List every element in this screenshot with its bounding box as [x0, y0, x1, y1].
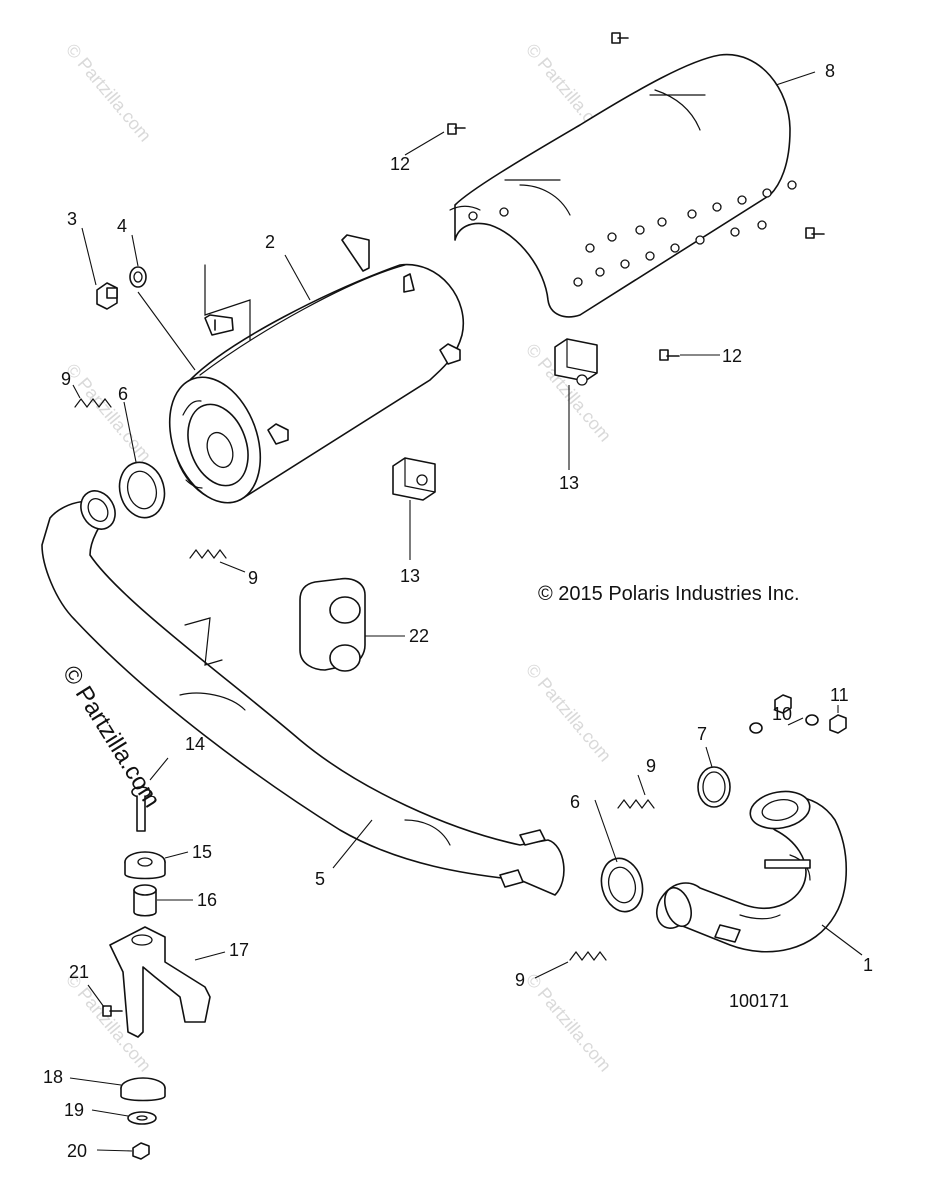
bracket-isolator-part [124, 851, 166, 880]
grommet-upper-part [554, 338, 598, 386]
callout-15: 15 [192, 842, 212, 862]
callout-9-right: 9 [646, 756, 656, 776]
callout-4: 4 [117, 216, 127, 236]
callout-9-middle: 9 [248, 568, 258, 588]
flange-nut-parts [774, 694, 847, 734]
grommet-lower-part [392, 457, 436, 501]
leader-lines [69, 71, 863, 1152]
lower-washer-part [127, 1111, 157, 1125]
lower-isolator-part [120, 1077, 166, 1102]
callout-8: 8 [825, 61, 835, 81]
muffler-part [168, 234, 465, 504]
callout-16: 16 [197, 890, 217, 910]
callout-17: 17 [229, 940, 249, 960]
exhaust-pipe-part [41, 490, 565, 896]
gasket-lower-part [600, 857, 644, 913]
callouts: 8 12 12 2 3 4 9 6 13 13 9 22 5 6 9 7 10 … [43, 61, 873, 1161]
callout-19: 19 [64, 1100, 84, 1120]
watermark-5: © Partzilla.com [522, 660, 615, 766]
shield-bolt-parts [447, 32, 825, 361]
bracket-spacer-part [133, 884, 157, 917]
lower-nut-part [132, 1142, 150, 1160]
callout-22: 22 [409, 626, 429, 646]
spring-parts [74, 398, 655, 961]
flange-washer-parts [749, 714, 819, 734]
gasket-upper-part [118, 461, 166, 519]
callout-9-upper: 9 [61, 369, 71, 389]
muffler-bolt-part [96, 282, 118, 310]
heat-shield-holes [573, 180, 797, 287]
watermark-1: © Partzilla.com [62, 40, 155, 146]
callout-3: 3 [67, 209, 77, 229]
bracket-bolt-part [131, 786, 151, 832]
callout-20: 20 [67, 1141, 87, 1161]
callout-7: 7 [697, 724, 707, 744]
callout-10: 10 [772, 704, 792, 724]
callout-6-lower: 6 [570, 792, 580, 812]
callout-12-top: 12 [390, 154, 410, 174]
double-grommet-part [299, 577, 366, 672]
callout-12-right: 12 [722, 346, 742, 366]
callout-11: 11 [830, 685, 849, 705]
bracket-screw-part [102, 1005, 123, 1017]
callout-21: 21 [69, 962, 89, 982]
mount-bracket-part [109, 926, 211, 1038]
callout-14: 14 [185, 734, 205, 754]
callout-13-upper: 13 [559, 473, 579, 493]
callout-13-lower: 13 [400, 566, 420, 586]
callout-5: 5 [315, 869, 325, 889]
callout-9-lower: 9 [515, 970, 525, 990]
muffler-washer-part [129, 266, 147, 288]
callout-2: 2 [265, 232, 275, 252]
head-pipe-part [655, 790, 847, 953]
callout-18: 18 [43, 1067, 63, 1087]
heat-shield-part [449, 53, 797, 318]
watermark-3: © Partzilla.com [62, 360, 155, 466]
callout-1: 1 [863, 955, 873, 975]
copyright-text: © 2015 Polaris Industries Inc. [538, 583, 800, 605]
callout-6-upper: 6 [118, 384, 128, 404]
head-pipe-gasket-part [697, 766, 731, 808]
watermark-7: © Partzilla.com [522, 970, 615, 1076]
reference-number: 100171 [729, 991, 789, 1011]
